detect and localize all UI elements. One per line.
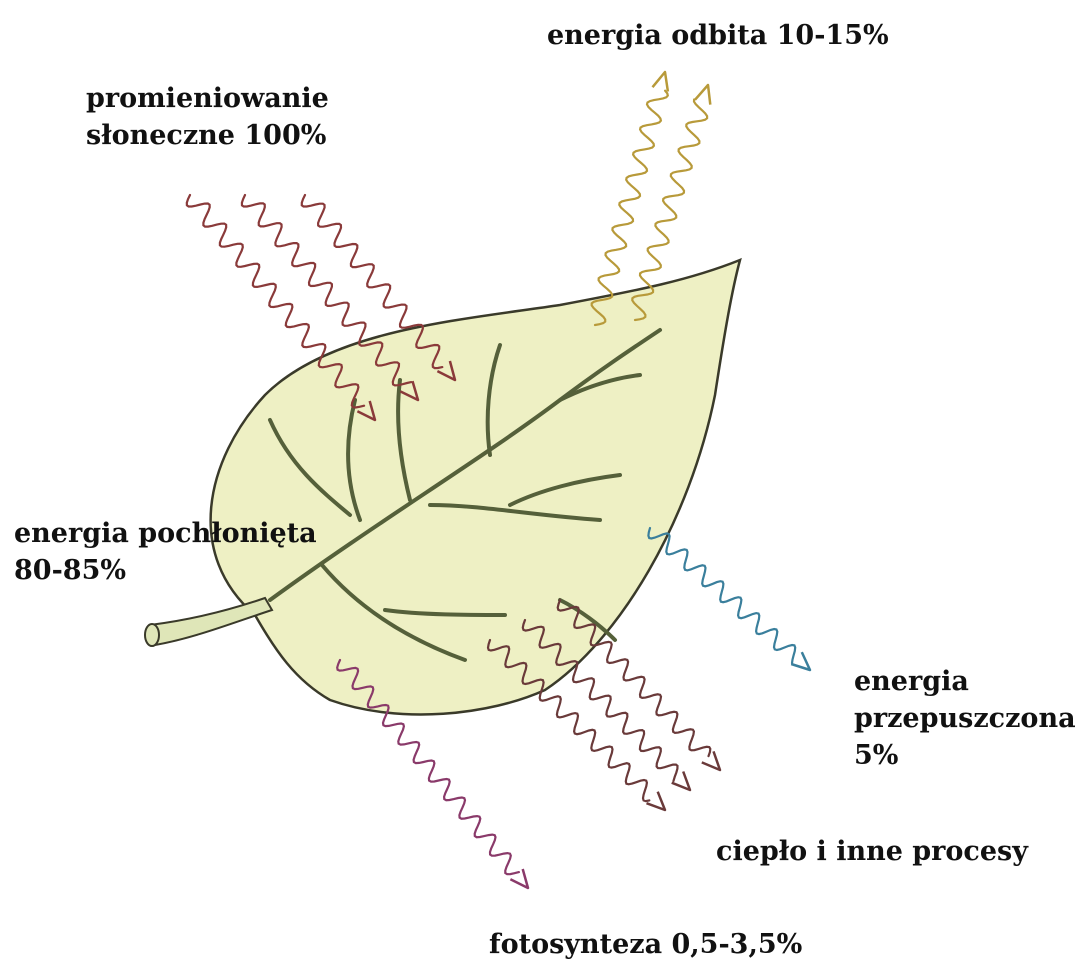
solar-radiation-line2: słoneczne 100% [86,117,329,154]
transmitted-energy-line1: energia [854,663,1076,700]
absorbed-energy-line1: energia pochłonięta [14,515,317,552]
transmitted-energy-line3: 5% [854,737,1076,774]
absorbed-energy-label: energia pochłonięta 80-85% [14,515,317,589]
solar-radiation-line1: promieniowanie [86,80,329,117]
incoming-solar-wave [187,195,364,408]
solar-radiation-label: promieniowanie słoneczne 100% [86,80,329,154]
leaf-stem [150,598,272,645]
reflected-energy-arrowhead [695,85,710,105]
transmitted-energy-line2: przepuszczona [854,700,1076,737]
transmitted-energy-wave [648,528,795,663]
heat-label: ciepło i inne procesy [716,833,1028,870]
reflected-energy-label: energia odbita 10-15% [547,17,889,54]
reflected-energy-arrowhead [653,72,668,92]
absorbed-energy-line2: 80-85% [14,552,317,589]
heat-arrowhead [702,751,720,770]
transmitted-energy-label: energia przepuszczona 5% [854,663,1076,774]
stem-end [145,624,159,646]
photosynthesis-label: fotosynteza 0,5-3,5% [489,926,802,963]
